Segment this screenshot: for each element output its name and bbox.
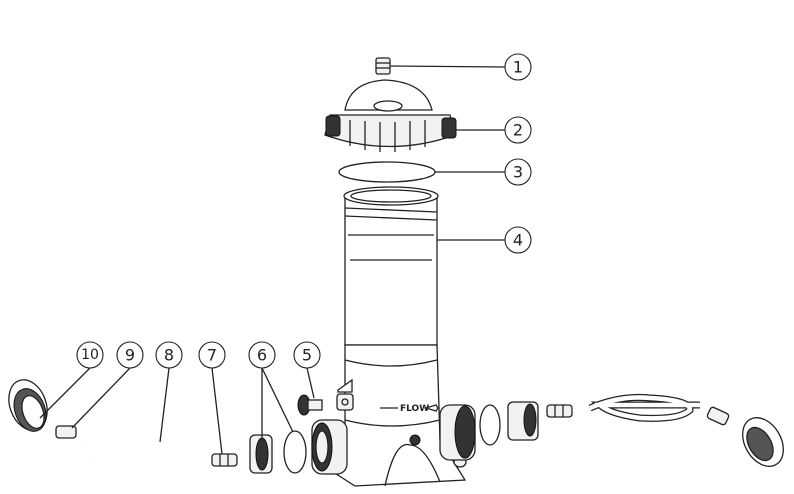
svg-text:6: 6 xyxy=(257,346,267,365)
part-3-o-ring xyxy=(338,161,436,183)
inlet-port xyxy=(311,419,348,475)
callout-10: 10 xyxy=(76,341,104,369)
svg-text:3: 3 xyxy=(513,163,523,182)
svg-text:4: 4 xyxy=(513,231,523,250)
callout-5: 5 xyxy=(293,341,321,369)
part-10-hose-clamp-left xyxy=(8,379,48,432)
part-9-connector-left xyxy=(55,425,77,439)
callout-6: 6 xyxy=(248,341,276,369)
callout-3: 3 xyxy=(504,158,532,186)
callout-4: 4 xyxy=(504,226,532,254)
part-2-lid xyxy=(324,79,457,152)
part-1-air-valve xyxy=(375,57,391,75)
svg-text:7: 7 xyxy=(207,346,217,365)
flow-label: FLOW xyxy=(400,404,429,414)
svg-text:2: 2 xyxy=(513,121,523,140)
callout-8: 8 xyxy=(155,341,183,369)
part-4-housing xyxy=(343,186,439,346)
svg-text:5: 5 xyxy=(302,346,312,365)
svg-text:10: 10 xyxy=(81,347,99,363)
callout-7: 7 xyxy=(198,341,226,369)
part-8-hose-left xyxy=(83,441,203,467)
svg-text:1: 1 xyxy=(513,58,523,77)
part-7-hose-adapter-left xyxy=(211,453,238,467)
callout-1: 1 xyxy=(504,53,532,81)
part-5-drain-plug xyxy=(297,394,323,416)
svg-text:8: 8 xyxy=(164,346,174,365)
svg-text:9: 9 xyxy=(125,346,135,365)
part-6-nut-and-seal-right xyxy=(479,401,539,446)
callout-2: 2 xyxy=(504,116,532,144)
callout-9: 9 xyxy=(116,341,144,369)
outlet-port xyxy=(439,404,476,461)
leader-lines xyxy=(39,65,506,455)
part-10-hose-clamp-right xyxy=(742,417,784,467)
part-6-nut-and-seal-left xyxy=(249,430,307,474)
part-7-hose-adapter-right xyxy=(546,404,573,418)
part-8-hose-right xyxy=(588,394,700,422)
part-9-connector-right xyxy=(706,406,730,426)
